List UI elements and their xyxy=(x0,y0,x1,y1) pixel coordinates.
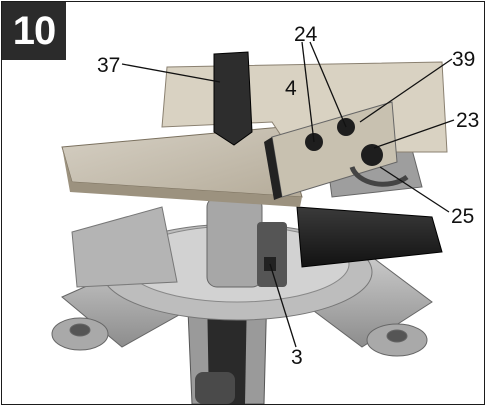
blade-arm xyxy=(206,196,263,288)
callout-39: 39 xyxy=(452,48,476,71)
callout-25: 25 xyxy=(451,205,475,228)
callout-leaders xyxy=(121,41,455,348)
callout-4: 4 xyxy=(285,77,297,100)
callout-37: 37 xyxy=(97,54,121,77)
motor-housing xyxy=(296,206,443,268)
figure-number-badge: 10 xyxy=(2,2,66,60)
upper-blade-guard xyxy=(213,51,253,146)
callout-3: 3 xyxy=(291,346,303,369)
callout-24: 24 xyxy=(294,23,318,46)
callout-23: 23 xyxy=(456,109,480,132)
